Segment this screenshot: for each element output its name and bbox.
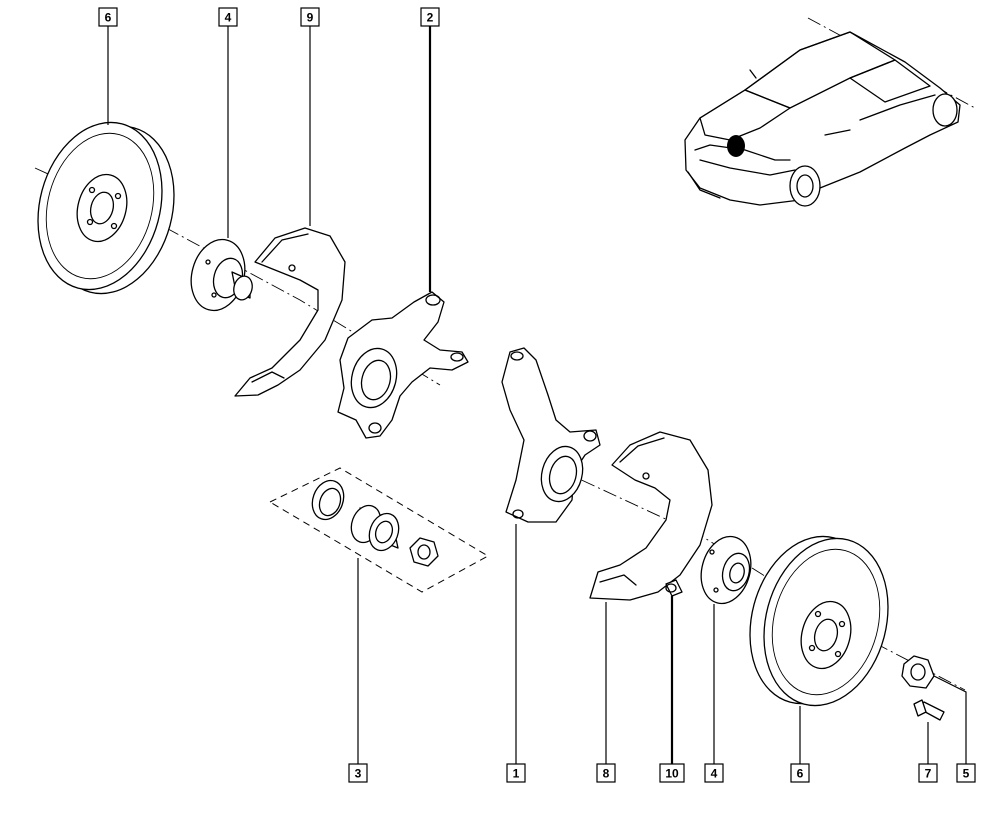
wheel-hub-right	[700, 535, 752, 605]
callout-4-right: 4	[704, 763, 724, 783]
brake-disc-right	[749, 535, 889, 707]
callout-5: 5	[956, 763, 976, 783]
callout-7: 7	[918, 763, 938, 783]
svg-text:6: 6	[797, 767, 804, 781]
backing-plate-right	[589, 431, 713, 601]
svg-text:5: 5	[963, 767, 970, 781]
svg-text:7: 7	[925, 767, 932, 781]
steering-knuckle-left	[337, 291, 469, 439]
hub-nut	[901, 655, 935, 689]
leader-lines	[107, 26, 967, 764]
bearing-kit	[268, 467, 490, 593]
callout-3: 3	[348, 763, 368, 783]
svg-text:1: 1	[513, 767, 520, 781]
svg-text:2: 2	[427, 11, 434, 25]
screw-7	[913, 699, 945, 721]
callout-6-right: 6	[790, 763, 810, 783]
callout-2: 2	[420, 7, 440, 27]
wheel-hub-left	[190, 238, 253, 312]
callout-9: 9	[300, 7, 320, 27]
svg-text:4: 4	[225, 11, 232, 25]
car-illustration	[684, 17, 976, 207]
svg-text:9: 9	[307, 11, 314, 25]
svg-text:8: 8	[603, 767, 610, 781]
svg-text:3: 3	[355, 767, 362, 781]
location-marker	[727, 135, 745, 157]
backing-plate-left	[234, 227, 346, 397]
bolt-10	[665, 579, 683, 597]
callout-6-left: 6	[98, 7, 118, 27]
brake-disc-left	[37, 121, 175, 295]
callout-10: 10	[659, 763, 685, 783]
steering-knuckle-right	[501, 347, 601, 523]
svg-text:6: 6	[105, 11, 112, 25]
svg-text:4: 4	[711, 767, 718, 781]
callout-8: 8	[596, 763, 616, 783]
svg-text:10: 10	[665, 767, 679, 781]
callout-1: 1	[506, 763, 526, 783]
callout-4-left: 4	[218, 7, 238, 27]
